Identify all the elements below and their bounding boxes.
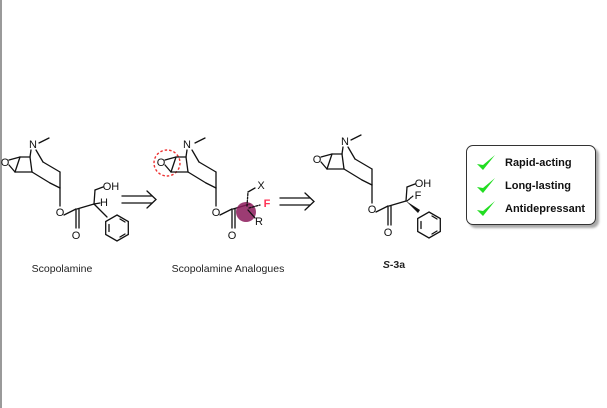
feature-item: Rapid-acting bbox=[475, 151, 595, 174]
left-border bbox=[0, 0, 2, 408]
retrosynthesis-arrow-2 bbox=[279, 192, 315, 211]
svg-text:N: N bbox=[183, 139, 191, 151]
caption-scopolamine: Scopolamine bbox=[32, 263, 93, 275]
feature-label: Rapid-acting bbox=[505, 156, 572, 169]
svg-text:X: X bbox=[257, 180, 265, 192]
epoxide-highlight-circle bbox=[153, 149, 181, 177]
caption-s-3a: S-3a bbox=[383, 259, 405, 271]
svg-text:O: O bbox=[72, 230, 81, 242]
svg-text:N: N bbox=[341, 136, 349, 148]
svg-text:OH: OH bbox=[103, 181, 120, 193]
svg-text:O: O bbox=[228, 230, 237, 242]
svg-text:O: O bbox=[313, 154, 322, 166]
svg-text:O: O bbox=[212, 207, 221, 219]
feature-label: Antidepressant bbox=[505, 202, 586, 215]
feature-item: Long-lasting bbox=[475, 174, 595, 197]
svg-text:O: O bbox=[384, 227, 393, 239]
checkmark-icon bbox=[477, 177, 495, 193]
feature-item: Antidepressant bbox=[475, 197, 595, 220]
svg-text:O: O bbox=[157, 157, 166, 169]
analogue-structure: N O O O X F R bbox=[153, 137, 271, 242]
svg-text:F: F bbox=[415, 190, 422, 202]
retrosynthesis-arrow-1 bbox=[121, 190, 157, 209]
svg-text:OH: OH bbox=[415, 178, 432, 190]
checkmark-icon bbox=[477, 200, 495, 216]
svg-text:O: O bbox=[368, 204, 377, 216]
svg-text:O: O bbox=[56, 207, 65, 219]
checkmark-icon bbox=[477, 154, 495, 170]
caption-analogues: Scopolamine Analogues bbox=[172, 263, 285, 275]
properties-box: Rapid-acting Long-lasting Antidepressant bbox=[466, 145, 596, 225]
svg-text:H: H bbox=[100, 197, 108, 209]
s-3a-structure: N O O O OH F bbox=[313, 134, 441, 239]
svg-text:R: R bbox=[255, 216, 263, 228]
svg-text:F: F bbox=[264, 198, 271, 210]
stereocenter-highlight bbox=[236, 202, 256, 222]
svg-text:N: N bbox=[29, 139, 37, 151]
scopolamine-structure: N O O O OH H bbox=[1, 137, 129, 242]
feature-label: Long-lasting bbox=[505, 179, 571, 192]
svg-text:O: O bbox=[1, 157, 10, 169]
